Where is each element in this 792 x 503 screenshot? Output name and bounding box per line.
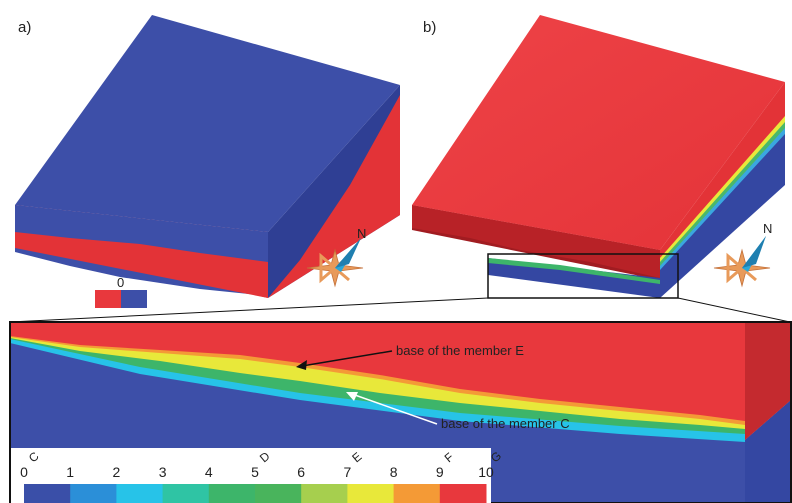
small-legend-red-swatch (95, 290, 121, 308)
compass-a-icon (306, 238, 364, 288)
color-scale-tick-label: 10 (478, 464, 494, 480)
color-scale-swatch (439, 484, 487, 503)
annotation-member-c-text: base of the member C (441, 416, 570, 431)
color-scale-tick-label: 2 (113, 464, 121, 480)
panel-a-label: a) (18, 19, 31, 36)
color-scale-swatch (393, 484, 441, 503)
color-scale-tick-label: 8 (390, 464, 398, 480)
small-legend-value: 0 (117, 275, 124, 290)
color-scale-tick-label: 5 (251, 464, 259, 480)
compass-b-icon (713, 236, 771, 288)
color-scale-tick-label: 9 (436, 464, 444, 480)
zoom-box (487, 253, 679, 299)
annotation-member-e-text: base of the member E (396, 343, 524, 358)
zoom-leader-left (9, 297, 489, 323)
annotation-member-c: base of the member C (346, 392, 570, 431)
compass-b-north-label: N (763, 221, 772, 236)
compass-a-north-label: N (357, 226, 366, 241)
color-scale-swatch (255, 484, 302, 503)
color-scale-tick-label: 1 (66, 464, 74, 480)
color-scale-tick-label: 7 (344, 464, 352, 480)
panel-a-top (15, 15, 400, 232)
panel-a-block (15, 15, 400, 298)
color-scale-swatch (116, 484, 164, 503)
small-legend-blue-swatch (121, 290, 147, 308)
panel-a-red-base (15, 232, 268, 298)
small-legend: 0 (95, 275, 147, 308)
color-scale-tick-label: 6 (297, 464, 305, 480)
panel-a-right-red (268, 95, 400, 298)
color-scale-swatch (208, 484, 256, 503)
color-scale-swatch (24, 484, 71, 503)
color-scale-tick-label: 4 (205, 464, 213, 480)
panel-b-label: b) (423, 19, 436, 36)
color-scale-swatch (301, 484, 348, 503)
panel-b-top (412, 15, 785, 250)
annotation-member-e: base of the member E (296, 343, 524, 370)
zoom-leader-right (677, 297, 791, 323)
panel-b-block (412, 15, 785, 298)
color-scale-swatch (162, 484, 210, 503)
color-scale-tick-label: 0 (20, 464, 28, 480)
color-scale-swatch (70, 484, 117, 503)
color-scale-swatch (347, 484, 395, 503)
color-scale-tick-label: 3 (159, 464, 167, 480)
